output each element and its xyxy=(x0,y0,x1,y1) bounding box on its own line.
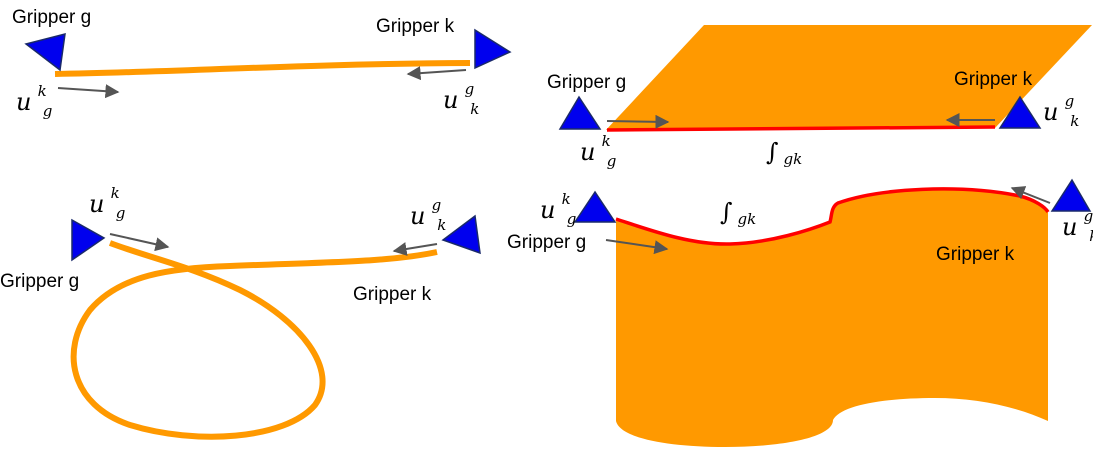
gripper-k-label: Gripper k xyxy=(353,284,432,305)
edge-integral-label: ∫ gk xyxy=(766,138,802,168)
edge-integral-label: ∫ gk xyxy=(720,198,756,228)
u-k-symbol: u g k xyxy=(1043,91,1079,130)
gripper-k-label: Gripper k xyxy=(936,244,1015,265)
panel-looped-rope: Gripper g Gripper k u k g u g k xyxy=(0,183,481,440)
gripper-g-label: Gripper g xyxy=(547,72,626,93)
force-arrow-g xyxy=(606,114,670,129)
u-k-symbol: u g k xyxy=(1062,206,1093,245)
gripper-g-label: Gripper g xyxy=(0,271,79,292)
gripper-k-icon xyxy=(441,214,481,255)
u-g-symbol: u k g xyxy=(540,189,576,228)
u-g-symbol: u k g xyxy=(580,131,616,170)
force-arrow-k xyxy=(1010,186,1051,204)
gripper-k-icon xyxy=(1050,178,1092,212)
rope xyxy=(70,240,438,440)
u-k-symbol: u g k xyxy=(410,195,446,234)
gripper-g-icon xyxy=(71,218,106,262)
u-g-symbol: u k g xyxy=(89,183,125,222)
gripper-k-label: Gripper k xyxy=(954,69,1033,90)
u-g-symbol: u k g xyxy=(16,81,52,120)
panel-flat-sheet: Gripper g Gripper k u k g u g k ∫ gk xyxy=(547,25,1092,170)
gripper-k-icon xyxy=(474,28,512,70)
panel-curved-sheet: Gripper g Gripper k u k g u g k ∫ gk xyxy=(507,178,1093,447)
panel-straight-rope: Gripper g Gripper k u k g u g k xyxy=(12,7,512,120)
gripper-g-icon xyxy=(573,190,617,223)
u-k-symbol: u g k xyxy=(443,79,479,118)
force-arrow-k xyxy=(406,66,467,81)
force-arrow-g xyxy=(109,233,170,252)
gripper-g-icon xyxy=(558,95,602,130)
force-arrow-g xyxy=(57,84,120,99)
gripper-g-icon xyxy=(24,32,66,72)
gripper-g-label: Gripper g xyxy=(12,7,91,28)
gripper-g-label: Gripper g xyxy=(507,232,586,253)
sheet xyxy=(606,25,1092,130)
gripper-k-icon xyxy=(998,95,1042,129)
force-arrow-k xyxy=(392,242,438,256)
gripper-k-label: Gripper k xyxy=(376,16,455,37)
curtain xyxy=(616,188,1048,447)
force-arrow-g xyxy=(605,239,669,255)
rope xyxy=(54,60,471,77)
grasped-edge xyxy=(606,125,996,132)
